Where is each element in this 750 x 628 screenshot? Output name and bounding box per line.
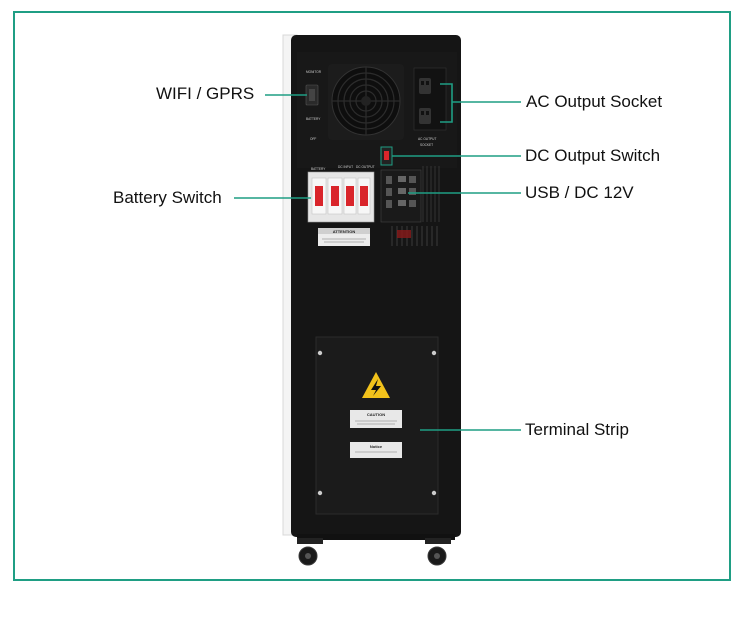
caution-label: CAUTION xyxy=(350,410,402,428)
attention-label: ATTENTION xyxy=(318,228,370,246)
svg-text:AC OUTPUT: AC OUTPUT xyxy=(418,137,436,141)
caster-right xyxy=(425,538,451,566)
diagram-frame xyxy=(13,11,731,581)
svg-text:Notice: Notice xyxy=(370,444,383,449)
svg-text:DC INPUT: DC INPUT xyxy=(338,165,353,169)
svg-text:BATTERY: BATTERY xyxy=(306,117,321,121)
svg-text:SOCKET: SOCKET xyxy=(420,143,433,147)
leader-ac-socket xyxy=(440,83,453,123)
vent-grille-upper xyxy=(422,166,440,222)
svg-text:BATTERY: BATTERY xyxy=(311,167,326,171)
fan-icon xyxy=(328,64,404,140)
battery-breaker: BATTERY DC INPUT DC OUTPUT xyxy=(307,165,375,223)
label-wifi-gprs: WIFI / GPRS xyxy=(156,84,255,103)
svg-text:MONITOR: MONITOR xyxy=(306,70,322,74)
label-terminal-strip: Terminal Strip xyxy=(525,420,629,439)
label-dc-output-switch: DC Output Switch xyxy=(525,146,661,165)
label-battery-switch: Battery Switch xyxy=(113,188,222,207)
svg-text:CAUTION: CAUTION xyxy=(367,412,385,417)
cabinet-base xyxy=(297,534,455,540)
svg-text:OFF: OFF xyxy=(310,137,316,141)
leader-lines xyxy=(234,83,521,431)
notice-label: Notice xyxy=(350,442,402,458)
warning-triangle-icon xyxy=(362,372,390,398)
label-usb-dc-12v: USB / DC 12V xyxy=(525,183,634,202)
usb-dc-ports xyxy=(380,169,422,223)
label-ac-output-socket: AC Output Socket xyxy=(526,92,663,111)
ac-output-sockets: AC OUTPUT SOCKET xyxy=(413,67,447,147)
dc-output-switch xyxy=(380,146,393,166)
svg-text:DC OUTPUT: DC OUTPUT xyxy=(356,165,375,169)
caster-left xyxy=(297,538,323,566)
svg-text:ATTENTION: ATTENTION xyxy=(333,229,356,234)
wifi-module: MONITOR BATTERY OFF xyxy=(305,70,322,141)
